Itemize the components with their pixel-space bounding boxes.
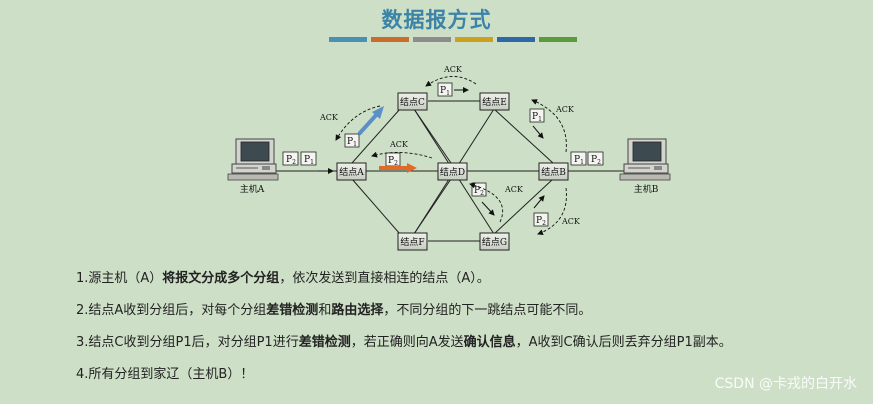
svg-text:结点A: 结点A <box>339 166 364 178</box>
host-a-computer-icon <box>227 138 279 181</box>
router-node-F: 结点F <box>397 232 428 251</box>
arrow-g-to-b <box>533 195 545 209</box>
svg-text:P1: P1 <box>440 86 450 97</box>
svg-text:结点C: 结点C <box>400 96 425 108</box>
step-2: 2.结点A收到分组后，对每个分组差错检测和路由选择，不同分组的下一跳结点可能不同… <box>76 298 732 330</box>
blue-arrow-a-to-c <box>357 111 380 136</box>
ack-curve-c-to-a <box>335 105 381 141</box>
title-stripe-4 <box>455 37 493 42</box>
router-node-D: 结点D <box>437 162 468 181</box>
svg-text:P1: P1 <box>347 137 357 148</box>
title-stripe-1 <box>329 37 367 42</box>
ack-label-c-a: ACK <box>319 113 339 122</box>
step-text-segment: 确认信息 <box>463 335 516 350</box>
router-node-C: 结点C <box>397 92 428 111</box>
ack-curve-b-to-e <box>531 99 567 153</box>
host-a-label: 主机A <box>240 183 265 195</box>
packet-p2-host-a: P2 <box>282 151 299 166</box>
title-stripe-2 <box>371 37 409 42</box>
title-stripe-6 <box>539 37 577 42</box>
svg-text:P2: P2 <box>474 186 484 197</box>
arrow-e-to-b <box>532 125 544 139</box>
arrow-d-to-g <box>481 201 495 216</box>
step-3: 3.结点C收到分组P1后，对分组P1进行差错检测，若正确则向A发送确认信息，A收… <box>76 330 732 362</box>
packet-p1-a-to-c: P1 <box>344 133 360 148</box>
svg-text:P1: P1 <box>304 155 314 166</box>
step-text-segment: ，不同分组的下一跳结点可能不同。 <box>383 303 592 318</box>
svg-text:结点D: 结点D <box>440 166 465 178</box>
router-node-G: 结点G <box>479 232 510 251</box>
explanation-steps: 1.源主机（A）将报文分成多个分组，依次发送到直接相连的结点（A）。2.结点A收… <box>76 266 732 394</box>
ack-label-b-e: ACK <box>555 105 575 114</box>
svg-text:P2: P2 <box>388 156 398 167</box>
title-underline-stripes <box>329 37 577 42</box>
step-text-segment: ，若正确则向A发送 <box>350 335 464 350</box>
packet-p1-c-to-e: P1 <box>437 82 453 97</box>
datagram-diagram: 结点A 结点B 结点C 结点D 结点E 结点F 结点G 主机A <box>227 65 671 251</box>
packet-p1-host-a: P1 <box>300 151 317 166</box>
csdn-watermark: CSDN @卡戎的白开水 <box>714 376 857 392</box>
svg-text:P2: P2 <box>536 216 546 227</box>
blue-arrowhead <box>372 106 384 119</box>
step-4: 4.所有分组到家辽（主机B）！ <box>76 362 732 394</box>
ack-curve-d-to-a <box>371 151 433 159</box>
host-b-computer-icon <box>619 138 671 181</box>
link-A-C <box>351 108 401 164</box>
ack-curve-e-to-c <box>425 76 477 87</box>
step-text-segment: 3.结点C收到分组P1后，对分组P1进行 <box>76 335 299 350</box>
step-text-segment: 差错检测 <box>298 335 351 350</box>
step-text-segment: 差错检测 <box>266 303 319 318</box>
page-title: 数据报方式 <box>381 8 492 32</box>
step-1: 1.源主机（A）将报文分成多个分组，依次发送到直接相连的结点（A）。 <box>76 266 732 298</box>
ack-curve-b-to-g <box>537 187 567 236</box>
packet-p2-g-to-b: P2 <box>533 212 549 227</box>
step-text-segment: 和 <box>318 303 332 318</box>
link-A-F <box>351 178 401 235</box>
packet-p2-a-to-d: P2 <box>385 152 401 167</box>
step-text-segment: ，A收到C确认后则丢弃分组P1副本。 <box>515 335 732 350</box>
svg-text:结点F: 结点F <box>400 236 424 248</box>
orange-arrowhead <box>407 163 417 173</box>
title-stripe-5 <box>497 37 535 42</box>
packet-p2-host-b: P2 <box>587 151 604 166</box>
svg-text:结点E: 结点E <box>482 96 507 108</box>
svg-text:结点B: 结点B <box>541 166 566 178</box>
ack-label-d-a: ACK <box>389 140 409 149</box>
packet-p1-host-b: P1 <box>570 151 587 166</box>
host-b-label: 主机B <box>634 183 659 195</box>
ack-label-e-c: ACK <box>443 65 463 74</box>
step-text-segment: 1.源主机（A） <box>76 271 163 286</box>
step-text-segment: ，依次发送到直接相连的结点（A）。 <box>279 271 490 286</box>
link-G-B <box>493 178 554 235</box>
svg-text:P1: P1 <box>532 112 542 123</box>
router-node-E: 结点E <box>479 92 510 111</box>
router-node-A: 结点A <box>336 162 367 181</box>
svg-text:P2: P2 <box>591 155 601 166</box>
svg-text:结点G: 结点G <box>482 236 507 248</box>
title-stripe-3 <box>413 37 451 42</box>
svg-text:P1: P1 <box>574 155 584 166</box>
ack-label-g-d: ACK <box>504 185 524 194</box>
svg-text:P2: P2 <box>286 155 296 166</box>
packet-p1-e-to-b: P1 <box>529 108 545 123</box>
step-text-segment: 2.结点A收到分组后，对每个分组 <box>76 303 267 318</box>
step-text-segment: 路由选择 <box>331 303 384 318</box>
step-text-segment: 将报文分成多个分组 <box>162 271 280 286</box>
link-E-B <box>493 108 554 164</box>
step-text-segment: 4.所有分组到家辽（主机B）！ <box>76 367 254 382</box>
ack-label-b-g: ACK <box>561 217 581 226</box>
router-node-B: 结点B <box>538 162 569 181</box>
